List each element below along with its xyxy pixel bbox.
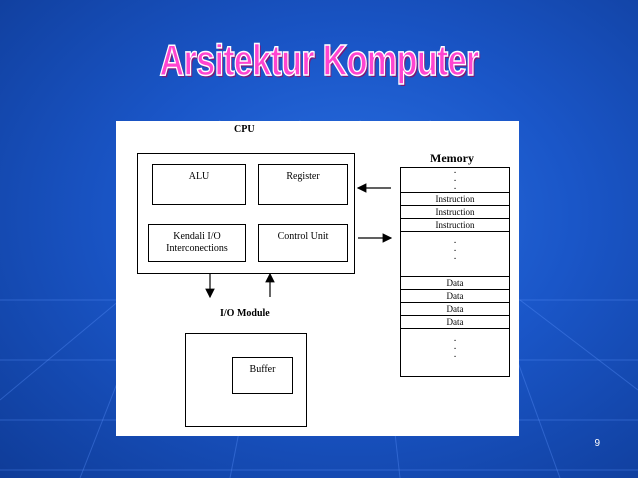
memory-instruction-row: Instruction bbox=[401, 205, 509, 217]
kendali-io-box: Kendali I/O Interconections bbox=[148, 224, 246, 262]
memory-instruction-row: Instruction bbox=[401, 192, 509, 204]
diagram-panel: CPU ALU Register Kendali I/O Interconect… bbox=[116, 121, 519, 436]
connector-arrows bbox=[205, 183, 393, 299]
memory-instruction-row: Instruction bbox=[401, 218, 509, 232]
register-label: Register bbox=[286, 171, 320, 182]
memory-data-row: Data bbox=[401, 315, 509, 329]
page-number: 9 bbox=[594, 438, 600, 449]
kendali-io-label: Kendali I/O bbox=[173, 231, 221, 242]
memory-label: Memory bbox=[430, 151, 474, 165]
memory-box: ··· Instruction Instruction Instruction … bbox=[400, 167, 510, 377]
slide-title: Arsitektur Komputer bbox=[159, 35, 480, 86]
alu-label: ALU bbox=[188, 171, 210, 182]
alu-box: ALU bbox=[152, 164, 246, 205]
buffer-box: Buffer bbox=[232, 357, 293, 394]
buffer-label: Buffer bbox=[249, 364, 276, 375]
cpu-box: ALU Register Kendali I/O Interconections… bbox=[137, 153, 355, 274]
cpu-label: CPU bbox=[234, 124, 255, 135]
control-unit-label: Control Unit bbox=[277, 231, 329, 242]
memory-ellipsis-top: ··· bbox=[453, 168, 457, 195]
register-box: Register bbox=[258, 164, 348, 205]
memory-ellipsis-middle: ··· bbox=[453, 238, 457, 265]
memory-ellipsis-bottom: ··· bbox=[453, 336, 457, 363]
control-unit-box: Control Unit bbox=[258, 224, 348, 262]
interconnections-label: Interconections bbox=[166, 243, 228, 254]
memory-data-row: Data bbox=[401, 302, 509, 314]
memory-data-row: Data bbox=[401, 276, 509, 288]
memory-data-row: Data bbox=[401, 289, 509, 301]
io-module-label: I/O Module bbox=[220, 308, 270, 319]
io-module-box: Buffer bbox=[185, 333, 307, 427]
